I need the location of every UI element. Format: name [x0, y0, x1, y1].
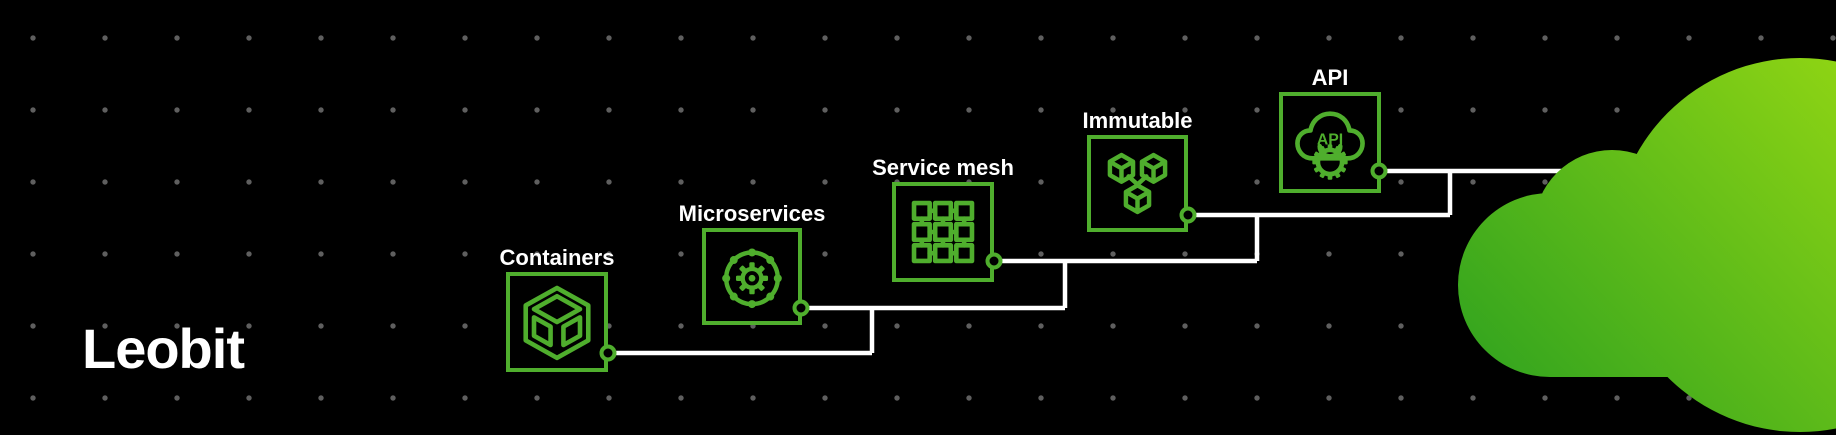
api-icon-text: API: [1317, 131, 1343, 148]
api-cloud-gear-icon: API: [1295, 111, 1365, 180]
node-label-containers: Containers: [499, 244, 615, 270]
containers-icon: [523, 285, 591, 361]
service-mesh-icon: [911, 200, 975, 264]
node-label-microservices: Microservices: [678, 200, 826, 226]
microservices-icon: [722, 248, 782, 309]
cloud-lobes: [1458, 58, 1836, 432]
node-label-servicemesh: Service mesh: [872, 154, 1014, 180]
node-label-immutable: Immutable: [1082, 107, 1193, 133]
node-label-api: API: [1311, 64, 1349, 90]
brand-logo: Leobit: [82, 317, 245, 380]
node-microservices: Microservices: [679, 202, 825, 325]
node-containers: Containers: [500, 246, 614, 372]
node-api: API API: [1279, 66, 1381, 193]
node-servicemesh: Service mesh: [872, 156, 1014, 282]
immutable-icon: [1107, 152, 1168, 215]
node-immutable: Immutable: [1082, 109, 1193, 232]
